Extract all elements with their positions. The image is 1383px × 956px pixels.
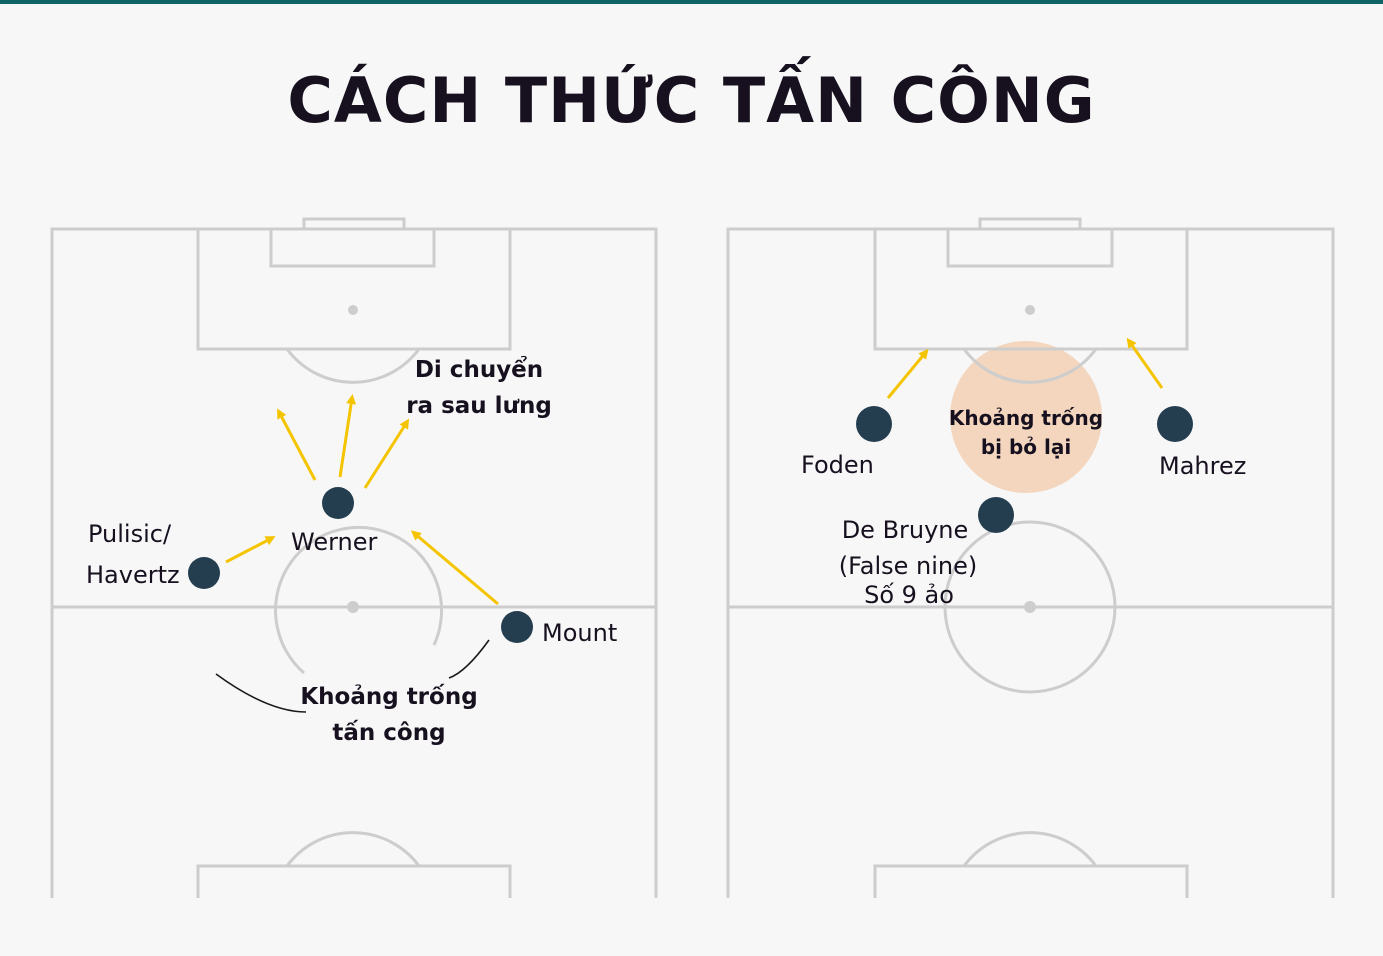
foden-label: Foden [801,451,874,479]
left-penalty-box [196,227,512,351]
werner-label: Werner [291,528,378,556]
right-bottom-penalty-arc [962,831,1098,867]
player-mount [501,611,533,643]
space-bracket-left [215,673,307,713]
pulisic-label: Pulisic/ [88,520,172,548]
left-bottom-penalty-arc [285,831,421,867]
havertz-label: Havertz [86,561,180,589]
run-label-line2: ra sau lưng [406,393,552,419]
player-mahrez [1157,406,1193,442]
page-title: CÁCH THỨC TẤN CÔNG [287,64,1096,137]
right-penalty-spot [1025,305,1035,315]
left-center-circle-partial [274,525,444,675]
de-bruyne-label: De Bruyne [842,516,969,544]
arrow-werner-run-right [363,418,410,489]
arrow-pulisic-run [225,536,276,564]
attack-space-label-line1: Khoảng trống [300,683,477,710]
right-penalty-box [873,227,1189,351]
mahrez-label: Mahrez [1159,452,1246,480]
space-left-label-line2: bị bỏ lại [981,435,1071,459]
right-bottom-penalty-box [873,864,1189,898]
arrow-foden-run [886,348,929,399]
left-penalty-arc [285,348,421,384]
left-goal [302,217,406,231]
right-pitch: Khoảng trống bị bỏ lại Foden Mahrez De B… [726,217,1335,898]
false-nine-label: (False nine) [839,552,977,580]
mount-label: Mount [542,619,617,647]
space-bracket-right [448,639,490,679]
arrow-werner-run-center [338,394,357,478]
left-bottom-penalty-box [196,864,512,898]
top-accent-bar [0,0,1383,4]
right-pitch-outline [726,227,1335,898]
right-penalty-arc [962,348,1098,384]
left-center-spot [347,601,359,613]
so-9-ao-label: Số 9 ảo [864,581,954,609]
right-center-spot [1024,601,1036,613]
player-foden [856,406,892,442]
player-werner [322,487,354,519]
right-goal [978,217,1082,231]
space-left-behind-highlight [950,341,1102,493]
left-penalty-spot [348,305,358,315]
player-pulisic-havertz [188,557,220,589]
left-six-yard-box [269,227,436,268]
left-pitch: Werner Pulisic/ Havertz Mount Di chuyển … [50,217,658,898]
arrow-mount-run [410,530,499,606]
arrow-mahrez-run [1126,337,1164,389]
player-de-bruyne [978,497,1014,533]
arrow-werner-run-left [277,408,317,481]
attack-space-label-line2: tấn công [332,719,445,746]
right-six-yard-box [946,227,1114,268]
right-center-circle [943,520,1117,694]
run-label-line1: Di chuyển [415,355,543,383]
space-left-label-line1: Khoảng trống [949,406,1103,430]
